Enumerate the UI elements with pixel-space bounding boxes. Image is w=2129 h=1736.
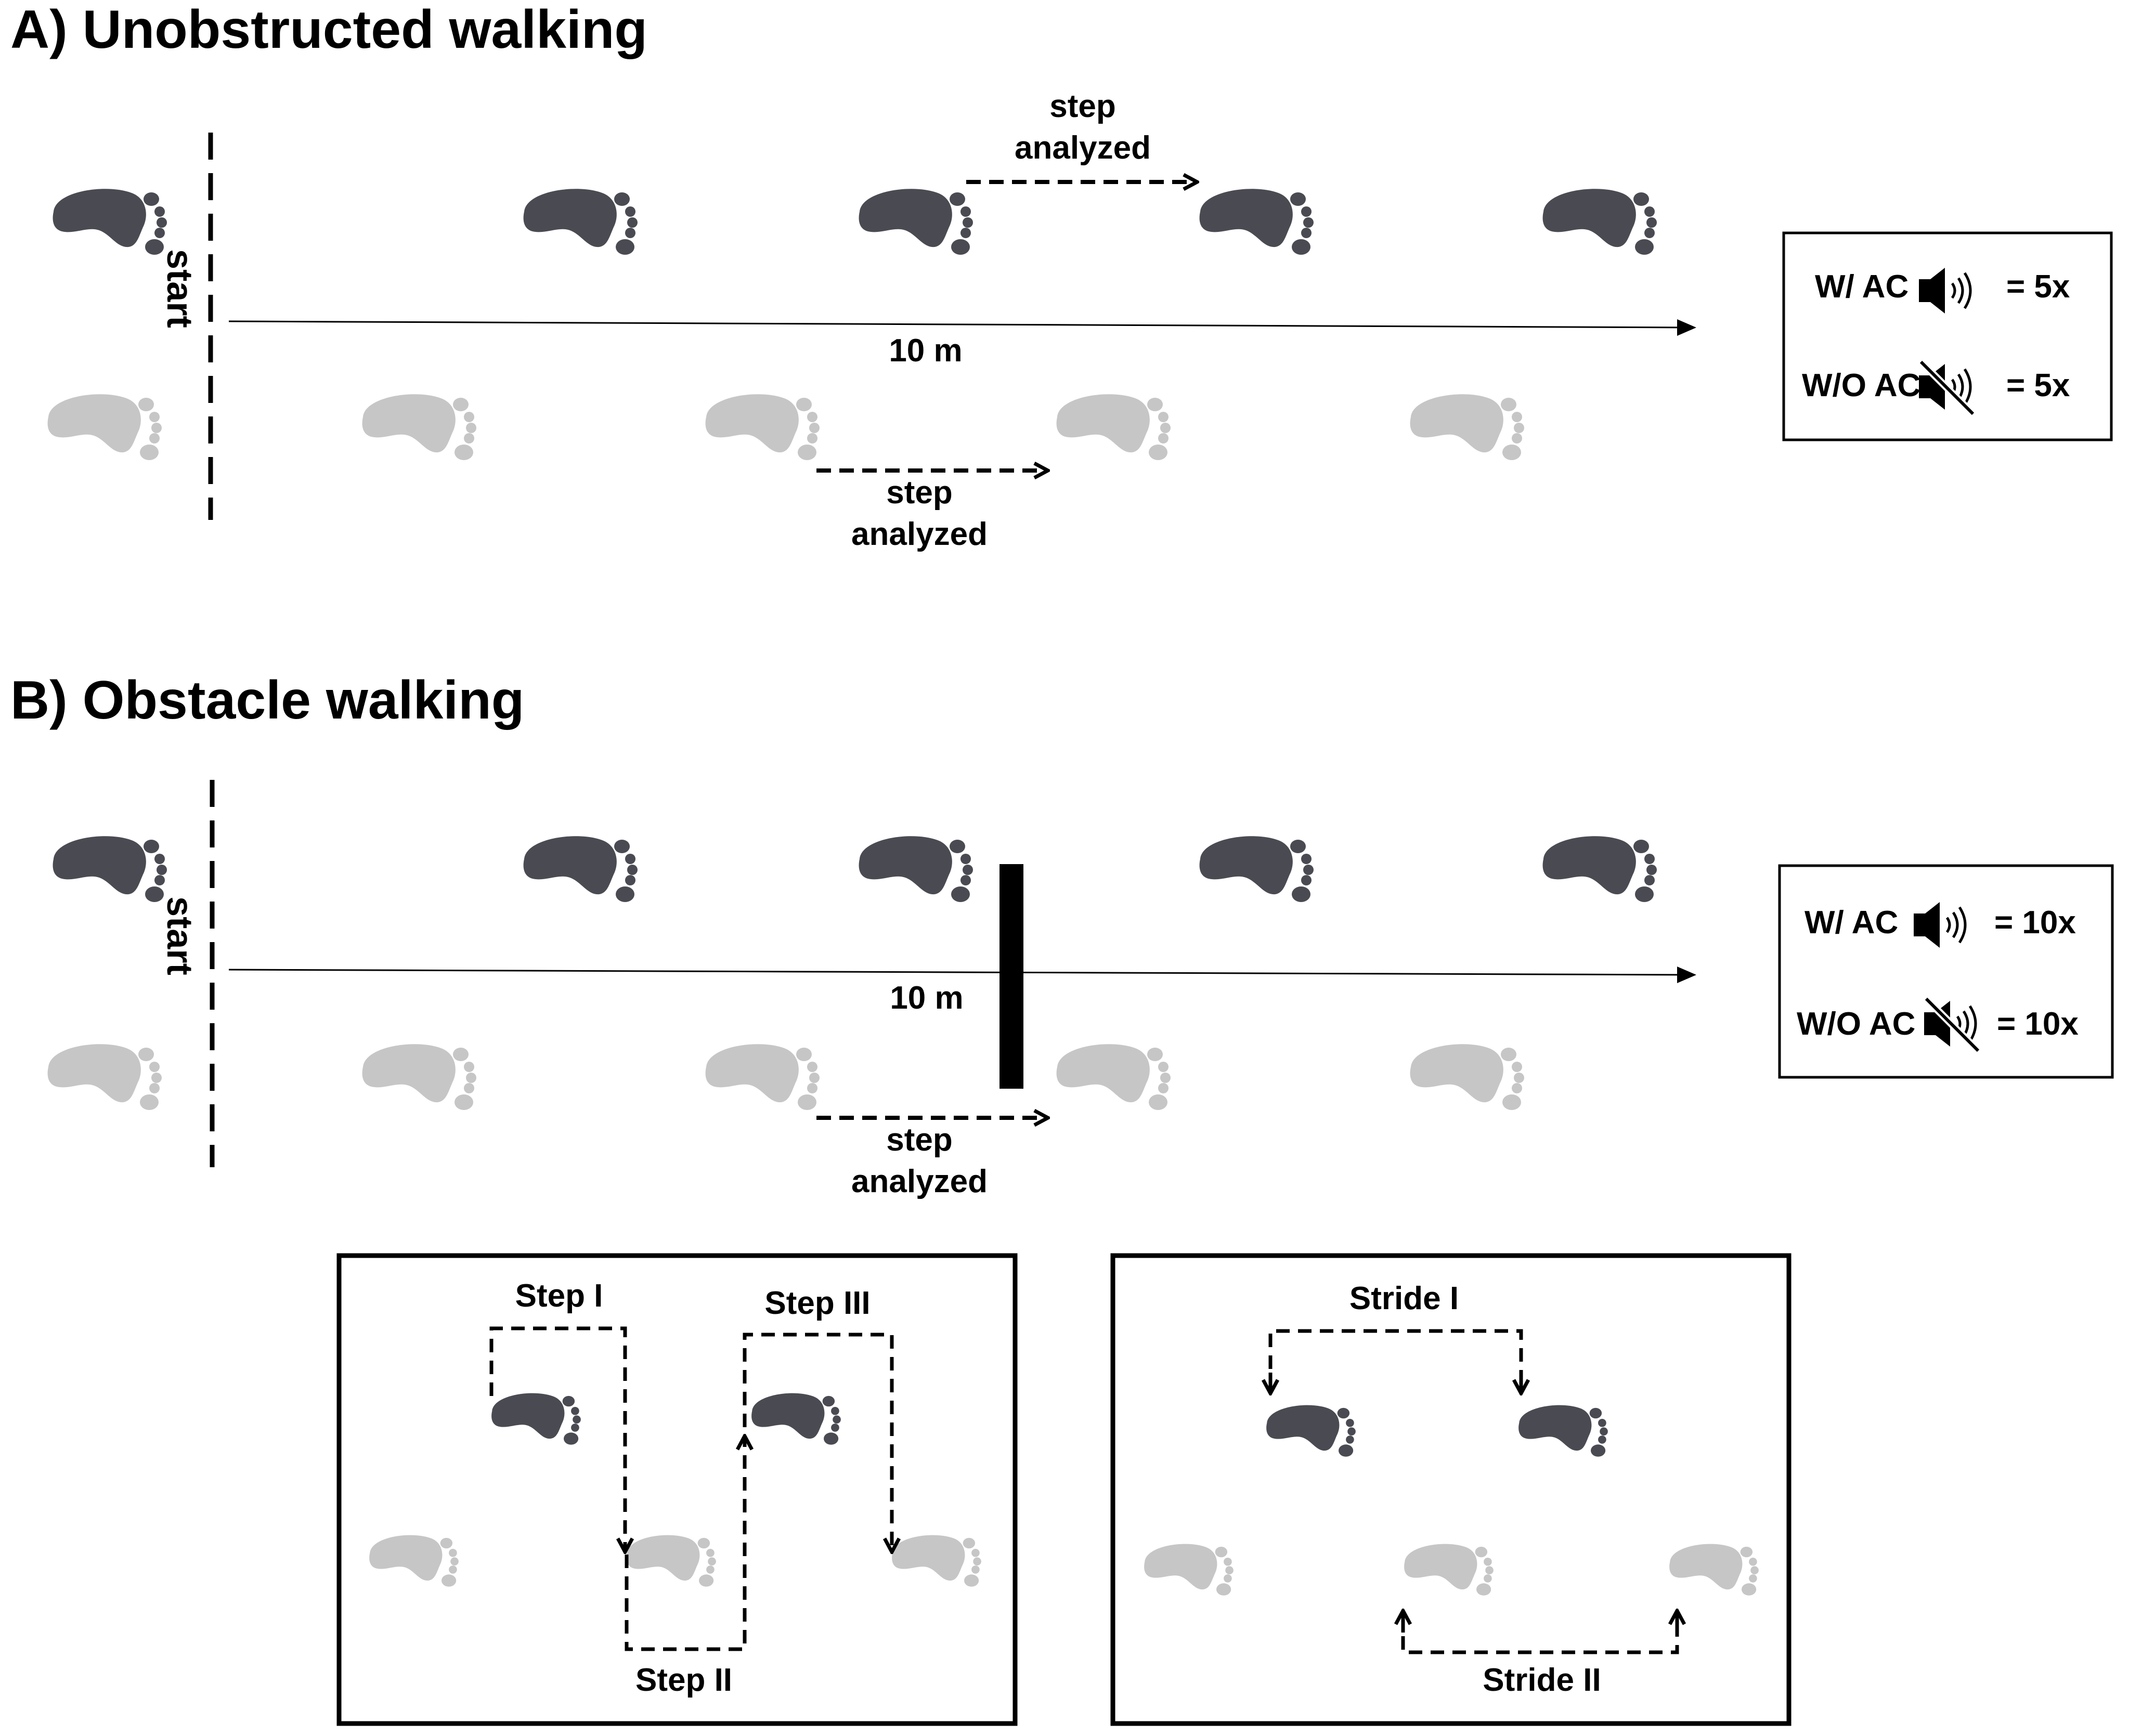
legend-box-a <box>1782 231 2113 441</box>
footprint-icon <box>53 189 167 255</box>
footprint-icon <box>1199 836 1314 902</box>
track-arrowhead-a <box>1677 319 1696 336</box>
track-line-a <box>228 320 1693 329</box>
footprint-icon <box>859 189 973 255</box>
analyzed-label-b: analyzed <box>851 1164 988 1199</box>
footprint-icon <box>362 394 476 460</box>
track-arrowhead-b <box>1677 967 1696 983</box>
start-label-b: start <box>160 896 200 975</box>
analyzed-label-bottom-a: analyzed <box>851 516 988 552</box>
stride-ii-path <box>1401 1614 1679 1654</box>
speaker-on-icon <box>1919 268 1972 314</box>
stride-ii-label: Stride II <box>1483 1662 1601 1698</box>
legend-a-with-ac-count: = 5x <box>2006 269 2070 305</box>
step-iii-label: Step III <box>764 1285 870 1321</box>
stride-i-label: Stride I <box>1349 1281 1459 1316</box>
distance-label-a: 10 m <box>889 333 962 369</box>
footprint-icon <box>1410 1044 1524 1110</box>
footprint-icon <box>705 394 820 460</box>
legend-a-with-ac: W/ AC <box>1815 269 1909 305</box>
track-line-b <box>228 969 1693 976</box>
step-ii-path <box>625 1436 745 1651</box>
footprint-icon <box>362 1044 476 1110</box>
legend-b-without-ac: W/O AC <box>1797 1006 1915 1042</box>
footprint-icon <box>1199 189 1314 255</box>
analyzed-label-top-a: analyzed <box>1015 130 1151 166</box>
footprint-icon <box>47 1044 162 1110</box>
obstacle-bar <box>999 864 1023 1089</box>
steps-definition-box <box>336 1253 1018 1726</box>
section-a-title: A) Unobstructed walking <box>10 0 647 60</box>
footprint-icon <box>705 1044 820 1110</box>
footprint-icon <box>1410 394 1524 460</box>
footprint-icon <box>523 189 638 255</box>
step-label-bottom-a: step <box>886 475 952 511</box>
footprint-icon <box>1056 394 1171 460</box>
legend-b-with-ac: W/ AC <box>1805 905 1898 941</box>
legend-a-without-ac: W/O AC <box>1802 368 1920 403</box>
footprint-icon <box>523 836 638 902</box>
legend-b-with-ac-count: = 10x <box>1994 905 2076 941</box>
footprint-icon <box>47 394 162 460</box>
footprint-icon <box>1056 1044 1171 1110</box>
speaker-muted-icon <box>1924 996 1981 1053</box>
distance-label-b: 10 m <box>890 980 963 1016</box>
footprint-icon <box>53 836 167 902</box>
start-label-a: start <box>160 249 200 328</box>
speaker-muted-icon <box>1918 359 1976 416</box>
step-i-label: Step I <box>515 1278 603 1314</box>
stride-i-path <box>1268 1329 1523 1391</box>
legend-b-without-ac-count: = 10x <box>1997 1006 2079 1042</box>
footprint-icon <box>859 836 973 902</box>
step-ii-label: Step II <box>635 1662 732 1698</box>
legend-a-without-ac-count: = 5x <box>2006 368 2070 403</box>
step-label-b: step <box>886 1122 952 1158</box>
footprint-icon <box>1542 189 1657 255</box>
step-i-path <box>489 1326 625 1552</box>
footprint-icon <box>1542 836 1657 902</box>
speaker-on-icon <box>1914 902 1967 948</box>
section-b-title: B) Obstacle walking <box>10 670 524 730</box>
strides-definition-box <box>1110 1253 1792 1726</box>
step-label-top-a: step <box>1049 88 1115 124</box>
step-iii-path <box>743 1333 892 1552</box>
legend-box-b <box>1778 864 2114 1079</box>
